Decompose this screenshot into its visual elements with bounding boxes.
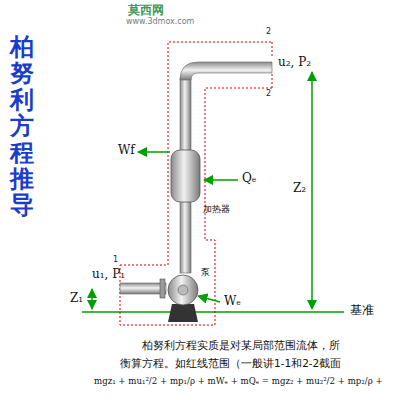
work-input: Wₑ (224, 295, 241, 308)
heater-label: 加热器 (203, 205, 230, 215)
inlet-state: u₁, P₁ (92, 268, 125, 281)
section-number: 2 (266, 90, 271, 99)
height-label: Z₁ (70, 292, 83, 305)
vertical-title: 柏努利方程推导 (10, 34, 34, 219)
caption-line: 柏努利方程实质是对某局部范围流体，所 (142, 340, 340, 352)
control-boundary (120, 42, 272, 325)
heater (171, 150, 200, 202)
inlet-pipe (120, 283, 166, 294)
section-number: 1 (113, 256, 118, 265)
watermark: 莫西网 (128, 4, 164, 17)
watermark-url: www.3dmox.com (126, 18, 194, 27)
section-number: 2 (266, 28, 271, 37)
pump-base (168, 304, 198, 322)
work-arrow (198, 296, 220, 302)
outlet-pipe (180, 62, 272, 80)
heat-input: Qₑ (242, 172, 256, 185)
pump (168, 275, 198, 305)
height-label: Z₂ (293, 182, 306, 195)
pump-hub (178, 285, 188, 295)
caption-line: 衡算方程。如红线范围（一般讲1-1和2-2截面 (120, 358, 341, 370)
outlet-state: u₂, P₂ (278, 56, 311, 69)
flange (160, 279, 165, 298)
friction-loss: Wf (118, 144, 135, 157)
height-arrow (311, 72, 313, 309)
datum-label: 基准 (350, 304, 374, 317)
heat-arrow (204, 179, 238, 181)
section-line (272, 74, 273, 88)
equation: mgz₁ + mu₁²/2 + mp₁/ρ + mWₑ + mQₑ = mgz₂… (94, 377, 383, 386)
pump-label: 泵 (201, 268, 210, 278)
height-arrow (91, 289, 93, 309)
datum-line (82, 311, 344, 313)
loss-arrow (138, 151, 170, 153)
section-line (272, 42, 273, 58)
